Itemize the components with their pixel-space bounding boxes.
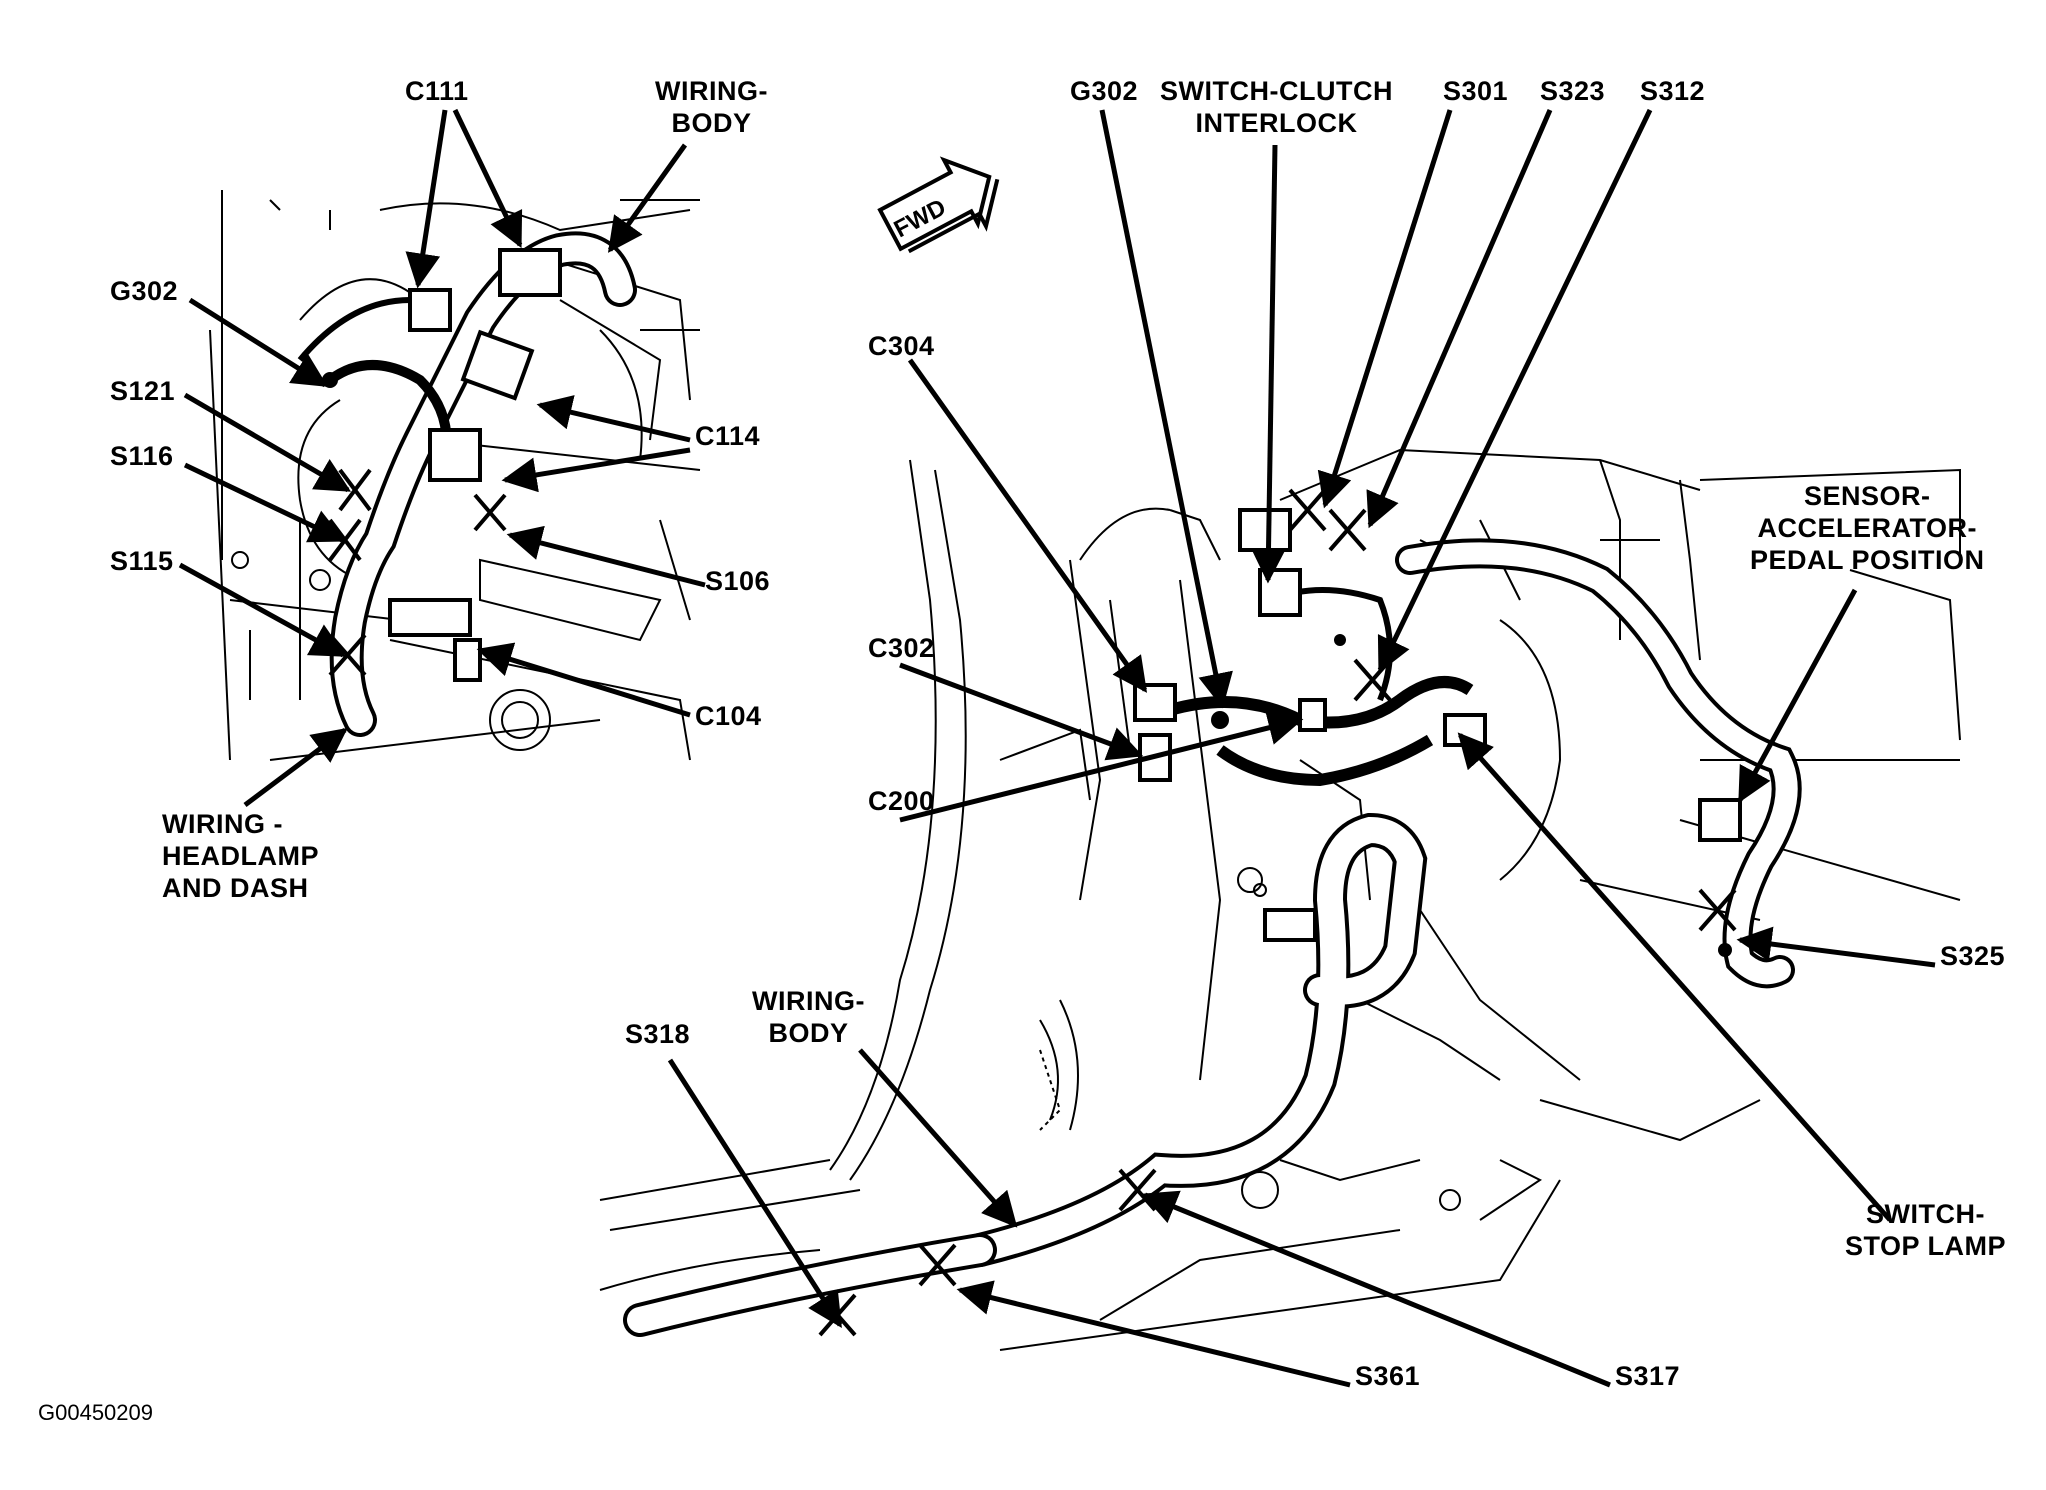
left-view-harness <box>297 231 637 737</box>
label-s318: S318 <box>625 1019 691 1049</box>
label-wiring-body-left: WIRING- BODY <box>655 76 768 138</box>
label-s115: S115 <box>110 546 174 576</box>
label-s116: S116 <box>110 441 174 471</box>
label-switch-stop-lamp: SWITCH- STOP LAMP <box>1845 1199 2007 1261</box>
label-s325: S325 <box>1940 941 2006 971</box>
label-c111-left: C111 <box>405 76 469 106</box>
label-sensor-accelerator-pedal-position: SENSOR- ACCELERATOR- PEDAL POSITION <box>1750 481 1985 575</box>
label-s121: S121 <box>110 376 176 406</box>
label-c304: C304 <box>868 331 935 361</box>
label-g302-right: G302 <box>1070 76 1139 106</box>
label-wiring-headlamp-and-dash: WIRING - HEADLAMP AND DASH <box>162 809 319 903</box>
forward-arrow-icon <box>877 156 1000 254</box>
label-c302: C302 <box>868 633 935 663</box>
label-s301: S301 <box>1443 76 1509 106</box>
label-s312: S312 <box>1640 76 1706 106</box>
leader-lines <box>178 108 1936 1388</box>
label-s361: S361 <box>1355 1361 1421 1391</box>
label-switch-clutch-interlock: SWITCH-CLUTCH INTERLOCK <box>1160 76 1393 138</box>
label-c200: C200 <box>868 786 935 816</box>
label-wiring-body-right: WIRING- BODY <box>752 986 865 1048</box>
label-c114: C114 <box>695 421 761 451</box>
figure-id: G00450209 <box>38 1400 153 1425</box>
label-s106: S106 <box>705 566 771 596</box>
label-c104: C104 <box>695 701 762 731</box>
label-s317: S317 <box>1615 1361 1681 1391</box>
label-s323: S323 <box>1540 76 1606 106</box>
label-g302-left: G302 <box>110 276 179 306</box>
